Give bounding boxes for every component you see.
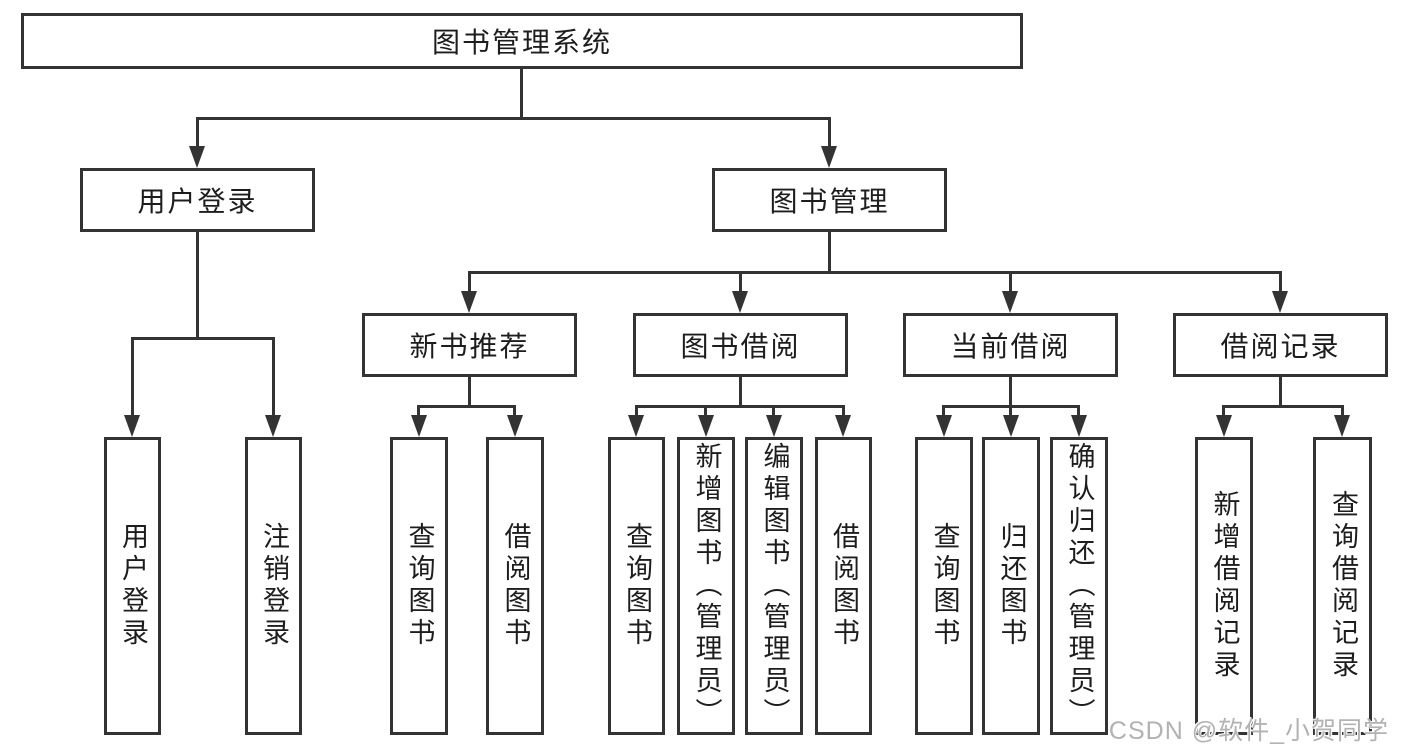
leaf-query-books-current: 查询图书 <box>915 437 973 735</box>
connector-line <box>417 405 420 415</box>
leaf-borrow-books-borrowing: 借阅图书 <box>815 437 872 735</box>
connector-line <box>942 405 945 415</box>
leaf-label: 借阅图书 <box>500 522 531 650</box>
leaf-edit-books-admin: 编辑图书（管理员） <box>745 437 803 735</box>
arrow-down-icon <box>821 146 837 168</box>
arrow-down-icon <box>265 415 281 437</box>
connector-line <box>272 337 275 415</box>
connector-bookborrow-rail <box>635 405 845 408</box>
arrow-down-icon <box>698 415 714 437</box>
leaf-label: 查询图书 <box>404 522 435 650</box>
connector-level3-rail <box>468 271 1282 274</box>
connector-line <box>1341 405 1344 415</box>
arrow-down-icon <box>732 291 748 313</box>
connector-line <box>842 405 845 415</box>
connector-line <box>1009 271 1012 291</box>
arrow-down-icon <box>411 415 427 437</box>
arrow-down-icon <box>628 415 644 437</box>
connector-line <box>131 337 134 415</box>
leaf-label: 归还图书 <box>996 522 1027 650</box>
arrow-down-icon <box>1071 415 1087 437</box>
leaf-label: 查询借阅记录 <box>1328 490 1358 682</box>
leaf-label: 注销登录 <box>259 522 289 650</box>
connector-line <box>828 232 831 271</box>
connector-line <box>1009 405 1012 415</box>
leaf-borrow-books-newbooks: 借阅图书 <box>486 437 544 735</box>
leaf-add-borrow-record: 新增借阅记录 <box>1195 437 1253 735</box>
node-new-book-recommend: 新书推荐 <box>362 313 577 377</box>
connector-line <box>704 405 707 415</box>
node-label: 用户登录 <box>137 186 258 217</box>
leaf-label: 确认归还（管理员） <box>1064 442 1095 730</box>
arrow-down-icon <box>936 415 952 437</box>
connector-line <box>196 117 199 146</box>
csdn-watermark: CSDN @软件_小贺同学 <box>1108 717 1389 745</box>
connector-line <box>739 377 742 405</box>
leaf-label: 查询图书 <box>929 522 960 650</box>
connector-line <box>1077 405 1080 415</box>
connector-line <box>1279 377 1282 405</box>
node-user-login: 用户登录 <box>80 168 315 232</box>
leaf-label: 查询图书 <box>622 522 652 650</box>
node-label: 新书推荐 <box>409 331 530 362</box>
connector-line <box>635 405 638 415</box>
leaf-query-books-borrowing: 查询图书 <box>608 437 665 735</box>
leaf-label: 新增图书（管理员） <box>691 442 722 730</box>
connector-line <box>772 405 775 415</box>
arrow-down-icon <box>124 415 140 437</box>
arrow-down-icon <box>835 415 851 437</box>
arrow-down-icon <box>461 291 477 313</box>
leaf-label: 用户登录 <box>118 522 148 650</box>
arrow-down-icon <box>507 415 523 437</box>
leaf-logout: 注销登录 <box>245 437 302 735</box>
leaf-query-borrow-record: 查询借阅记录 <box>1313 437 1372 735</box>
connector-line <box>739 271 742 291</box>
connector-login-rail <box>131 337 275 340</box>
node-label: 图书管理系统 <box>431 27 612 58</box>
arrow-down-icon <box>1216 415 1232 437</box>
leaf-label: 新增借阅记录 <box>1209 490 1240 682</box>
node-label: 图书借阅 <box>680 331 801 362</box>
connector-records-rail <box>1222 405 1344 408</box>
connector-line <box>196 232 199 337</box>
connector-line <box>1009 377 1012 405</box>
node-label: 当前借阅 <box>950 331 1071 362</box>
arrow-down-icon <box>1003 415 1019 437</box>
leaf-add-books-admin: 新增图书（管理员） <box>677 437 735 735</box>
node-library-management-system: 图书管理系统 <box>21 13 1023 69</box>
connector-line <box>513 405 516 415</box>
connector-line <box>468 377 471 405</box>
leaf-return-books: 归还图书 <box>982 437 1040 735</box>
connector-newbooks-rail <box>417 405 516 408</box>
node-current-borrowing: 当前借阅 <box>903 313 1118 377</box>
arrow-down-icon <box>189 146 205 168</box>
connector-root-stem <box>520 69 523 117</box>
connector-line <box>468 271 471 291</box>
arrow-down-icon <box>1272 291 1288 313</box>
leaf-label: 借阅图书 <box>829 522 859 650</box>
node-book-management: 图书管理 <box>712 168 947 232</box>
node-borrowing-records: 借阅记录 <box>1173 313 1388 377</box>
connector-level2-rail <box>196 117 831 120</box>
connector-line <box>1222 405 1225 415</box>
connector-line <box>828 117 831 146</box>
leaf-label: 编辑图书（管理员） <box>759 442 790 730</box>
node-book-borrowing: 图书借阅 <box>633 313 848 377</box>
leaf-confirm-return-admin: 确认归还（管理员） <box>1050 437 1108 735</box>
node-label: 图书管理 <box>769 186 890 217</box>
arrow-down-icon <box>766 415 782 437</box>
node-label: 借阅记录 <box>1220 331 1341 362</box>
connector-line <box>1279 271 1282 291</box>
arrow-down-icon <box>1002 291 1018 313</box>
leaf-user-login: 用户登录 <box>104 437 161 735</box>
arrow-down-icon <box>1334 415 1350 437</box>
leaf-query-books-newbooks: 查询图书 <box>390 437 448 735</box>
